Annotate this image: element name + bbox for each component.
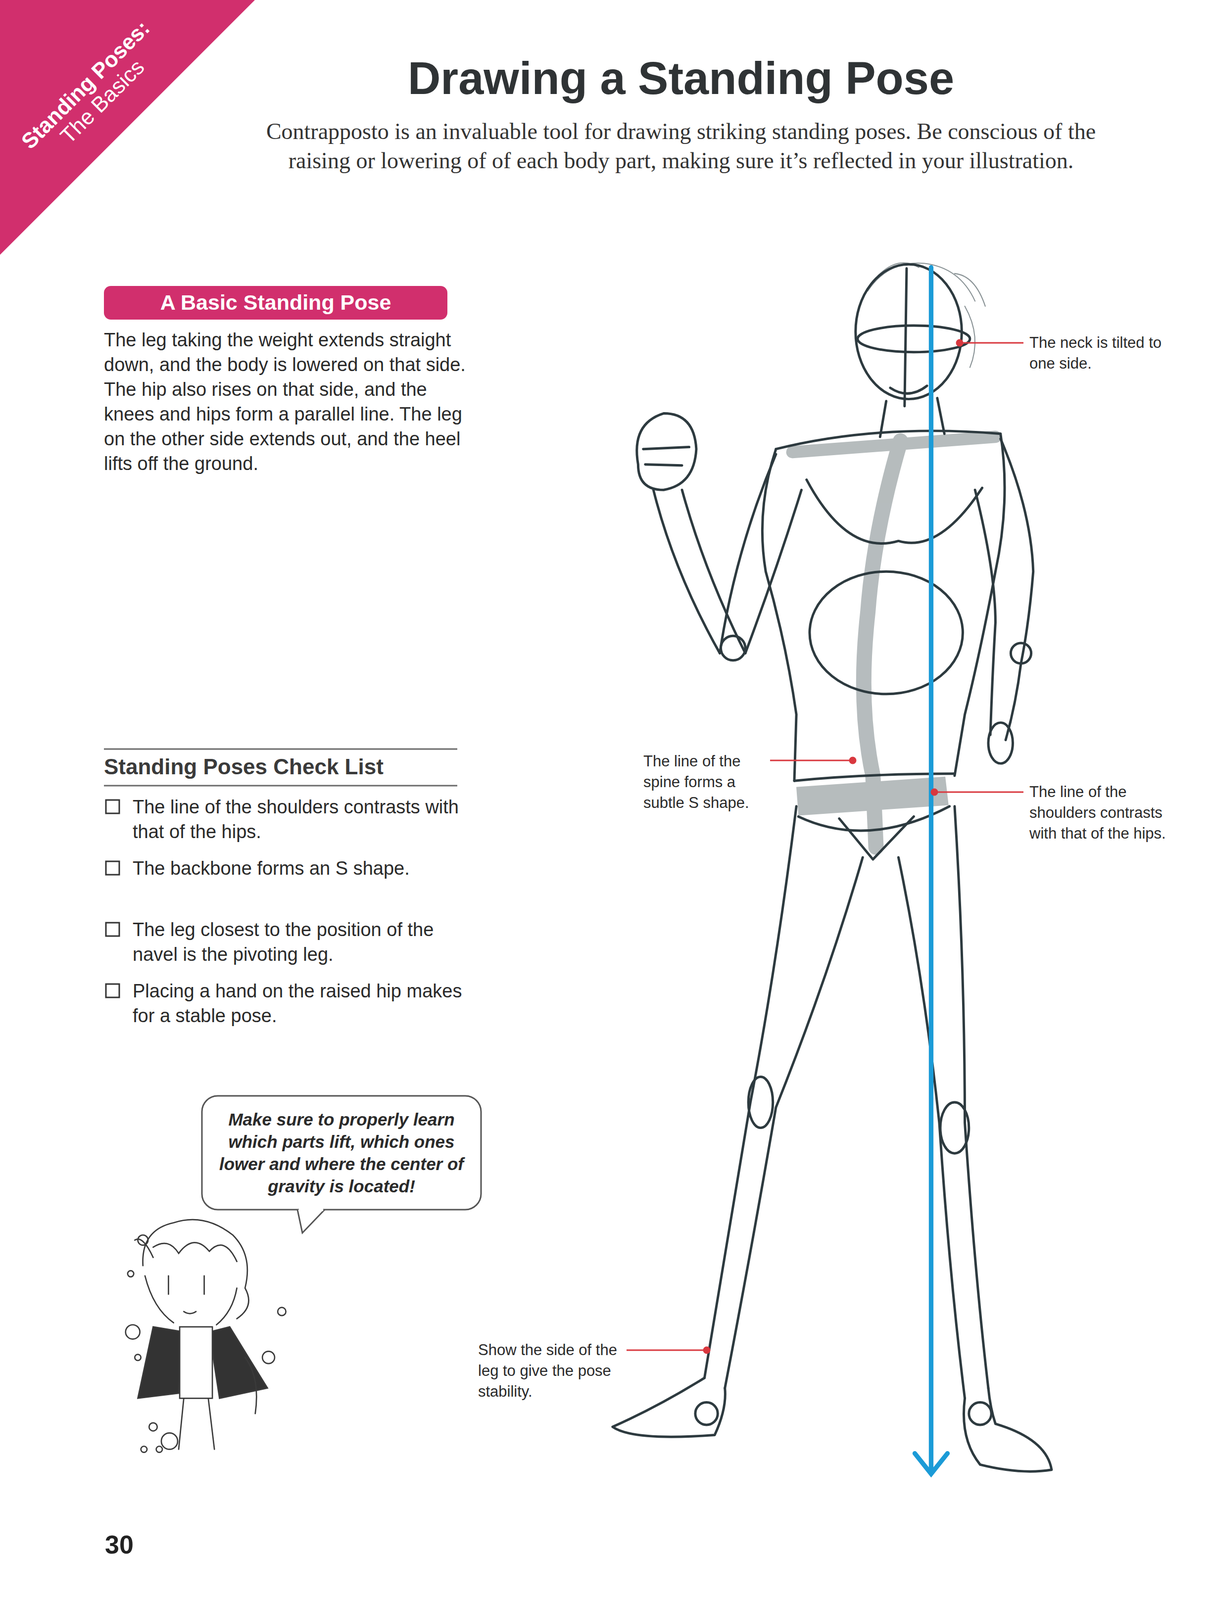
page-title: Drawing a Standing Pose: [235, 52, 1127, 105]
chibi-character: [148, 1423, 158, 1432]
callout-note: The line of the spine forms a subtle S s…: [643, 751, 768, 814]
figure-outline: [806, 480, 983, 544]
leader-line: [959, 342, 1024, 344]
checkbox: [105, 861, 120, 875]
leader-line: [849, 757, 856, 764]
chibi-character: [183, 1311, 196, 1314]
figure-outline: [963, 1388, 1052, 1472]
figure-outline: [748, 1076, 774, 1128]
center-of-gravity-arrow: [928, 267, 934, 1471]
chibi-character: [277, 1308, 287, 1317]
checkbox: [105, 800, 120, 998]
figure-outline: [719, 454, 776, 654]
leader-line: [626, 1350, 707, 1352]
node-heading: A Basic Standing Pose: [160, 290, 392, 315]
guide-shading: [797, 777, 948, 815]
figure-outline: [904, 268, 907, 407]
section-tab: Standing Poses:The Basics: [0, 0, 255, 255]
speech-bubble: Make sure to properly learn which parts …: [200, 1095, 483, 1212]
figure-outline: [798, 806, 950, 831]
chibi-character: [179, 1327, 213, 1399]
callout-note: The neck is tilted to one side.: [1029, 332, 1178, 375]
figure-outline: [695, 1403, 718, 1426]
chibi-character: [161, 1433, 178, 1450]
figure-outline: [809, 571, 963, 695]
figure-outline: [969, 1403, 992, 1426]
section-heading-band: A Basic Standing Pose: [103, 286, 448, 320]
chibi-character: [178, 1398, 215, 1450]
callout-note: Show the side of the leg to give the pos…: [478, 1340, 623, 1403]
leader-line: [934, 791, 1024, 794]
chibi-character: [127, 1270, 134, 1277]
checkbox: [105, 984, 120, 998]
chibi-character: [125, 1325, 141, 1340]
figure-outline: [974, 489, 996, 735]
checklist-rule: [103, 748, 458, 751]
checklist-item: The leg closest to the position of the n…: [132, 917, 465, 968]
checklist-item: The line of the shoulders contrasts with…: [132, 794, 465, 845]
figure-outline: [643, 447, 690, 466]
checklist-item: Placing a hand on the raised hip makes f…: [132, 978, 465, 1029]
chibi-character: [138, 1327, 185, 1399]
leader-line: [626, 339, 1024, 1354]
figure-outline: [725, 857, 864, 1389]
figure-outline: [940, 1102, 970, 1154]
tab-triangle: [0, 0, 255, 255]
node-heading: Make sure to properly learn which parts …: [215, 1108, 468, 1198]
leader-line: [931, 789, 938, 796]
figure-outline: [775, 431, 1001, 450]
hair-sketch: [954, 273, 986, 307]
bubble-body: [201, 1096, 482, 1211]
leader-line: [703, 1347, 710, 1354]
figure-outline: [681, 489, 746, 654]
figure-outline: [612, 1378, 726, 1438]
chibi-character: [168, 1276, 204, 1295]
figure-outline: [890, 386, 927, 394]
chibi-character: [156, 1446, 163, 1453]
bubble-tail-joint: [298, 1207, 324, 1212]
page-number: 30: [104, 1530, 204, 1560]
callout-note: The line of the shoulders contrasts with…: [1029, 781, 1183, 845]
chibi-character: [134, 1355, 141, 1361]
leader-line: [770, 760, 853, 762]
guide-shading: [792, 436, 996, 848]
chibi-character: [209, 1327, 268, 1399]
chibi-character: [244, 1357, 257, 1414]
checklist-rule: [103, 785, 458, 787]
figure-outline: [1000, 438, 1034, 741]
bubble-tail: [297, 1210, 325, 1234]
figure-outline: [954, 806, 989, 1389]
center-of-gravity-arrow: [914, 267, 948, 1475]
chibi-character: [145, 1276, 238, 1326]
chibi-character: [138, 1235, 149, 1246]
chibi-character: [262, 1351, 275, 1364]
figure-outline: [612, 264, 1052, 1472]
figure-outline: [855, 264, 963, 399]
figure-outline: [762, 449, 797, 781]
figure-outline: [839, 816, 915, 860]
text-group: Make sure to properly learn which parts …: [200, 1097, 483, 1209]
figure-outline: [988, 723, 1014, 765]
checkbox: [105, 800, 120, 814]
chibi-character: [125, 1219, 287, 1454]
figure-outline: [857, 325, 970, 353]
chibi-character: [141, 1446, 147, 1453]
checklist-rule: [103, 749, 458, 786]
leader-line: [956, 339, 963, 346]
center-of-gravity-arrow: [914, 1454, 948, 1475]
hair-sketch: [868, 263, 976, 302]
subtitle: Contrapposto is an invaluable tool for d…: [235, 116, 1127, 176]
checklist-item: The backbone forms an S shape.: [132, 856, 465, 881]
text-group: A Basic Standing Pose: [160, 290, 392, 315]
body-text: The leg taking the weight extends straig…: [103, 327, 481, 477]
figure-outline: [1010, 643, 1031, 664]
figure-outline: [745, 489, 802, 654]
checkbox: [105, 922, 120, 937]
checklist-heading: Standing Poses Check List: [103, 753, 458, 781]
figure-outline: [720, 635, 746, 661]
figure-outline: [636, 413, 697, 491]
chibi-character: [152, 1243, 237, 1262]
